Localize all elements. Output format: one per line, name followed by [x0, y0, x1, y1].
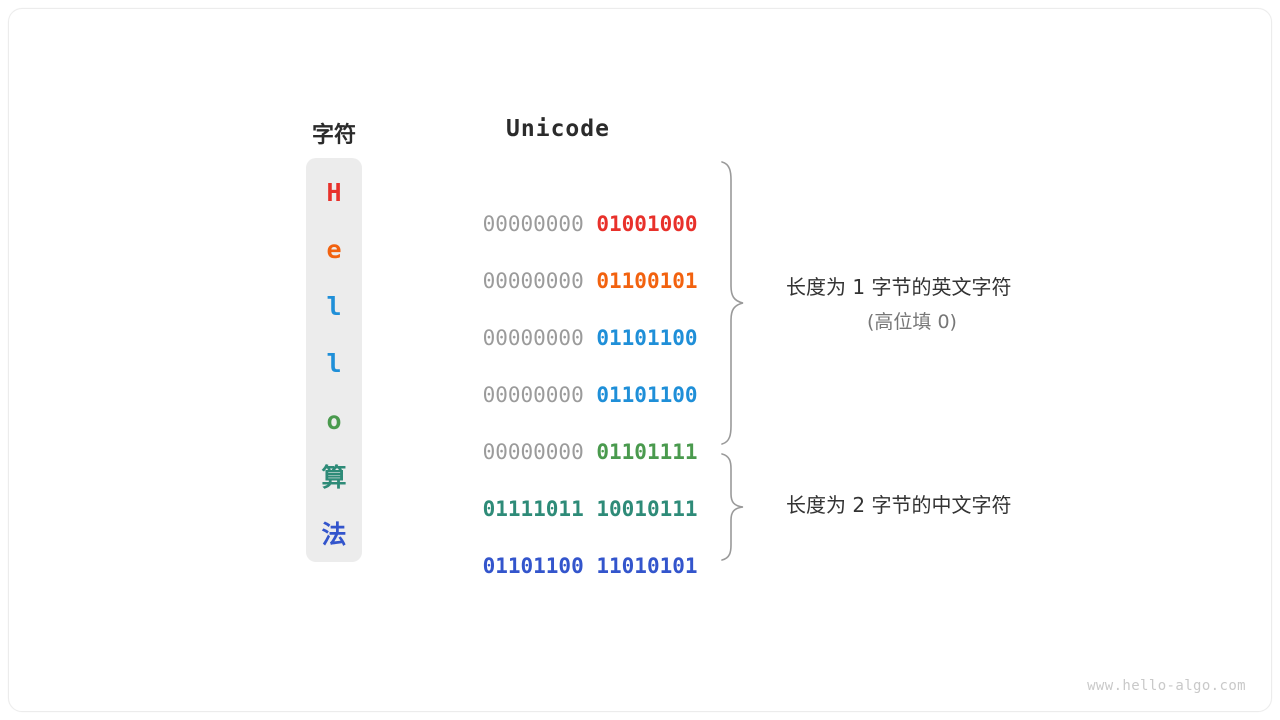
unicode-high-bits-4: 00000000 — [482, 440, 597, 464]
unicode-row-5: 01111011 10010111 — [432, 461, 698, 521]
annotation-single-byte-secondary: (高位填 0) — [867, 311, 957, 333]
column-header-character: 字符 — [311, 122, 356, 147]
character-cell-2: l — [326, 292, 342, 321]
unicode-low-bits-3: 01101100 — [596, 383, 698, 407]
annotation-single-byte-primary: 长度为 1 字节的英文字符 — [786, 275, 1012, 299]
unicode-high-bits-1: 00000000 — [482, 269, 597, 293]
unicode-high-bits-0: 00000000 — [482, 212, 597, 236]
column-header-unicode: Unicode — [506, 116, 610, 142]
brace-single-byte-group — [721, 161, 744, 445]
unicode-row-1: 00000000 01100101 — [432, 233, 698, 293]
unicode-row-6: 01101100 11010101 — [432, 518, 698, 578]
unicode-low-bits-0: 01001000 — [596, 212, 698, 236]
unicode-low-bits-4: 01101111 — [596, 440, 698, 464]
unicode-row-2: 00000000 01101100 — [432, 290, 698, 350]
unicode-low-bits-5: 01111011 10010111 — [482, 497, 698, 521]
unicode-high-bits-3: 00000000 — [482, 383, 597, 407]
character-cell-1: e — [326, 235, 342, 264]
character-column: H e l l o 算 法 — [306, 158, 362, 562]
watermark-url: www.hello-algo.com — [1087, 678, 1246, 694]
unicode-row-4: 00000000 01101111 — [432, 404, 698, 464]
unicode-low-bits-1: 01100101 — [596, 269, 698, 293]
unicode-row-0: 00000000 01001000 — [432, 176, 698, 236]
unicode-high-bits-2: 00000000 — [482, 326, 597, 350]
character-cell-6: 法 — [321, 520, 347, 549]
character-cell-5: 算 — [321, 463, 347, 492]
unicode-low-bits-6: 01101100 11010101 — [482, 554, 698, 578]
unicode-low-bits-2: 01101100 — [596, 326, 698, 350]
brace-double-byte-group — [721, 453, 744, 561]
character-cell-3: l — [326, 349, 342, 378]
annotation-double-byte-primary: 长度为 2 字节的中文字符 — [786, 493, 1012, 517]
character-cell-0: H — [326, 178, 342, 207]
unicode-row-3: 00000000 01101100 — [432, 347, 698, 407]
character-cell-4: o — [326, 406, 342, 435]
diagram-card — [8, 8, 1272, 712]
